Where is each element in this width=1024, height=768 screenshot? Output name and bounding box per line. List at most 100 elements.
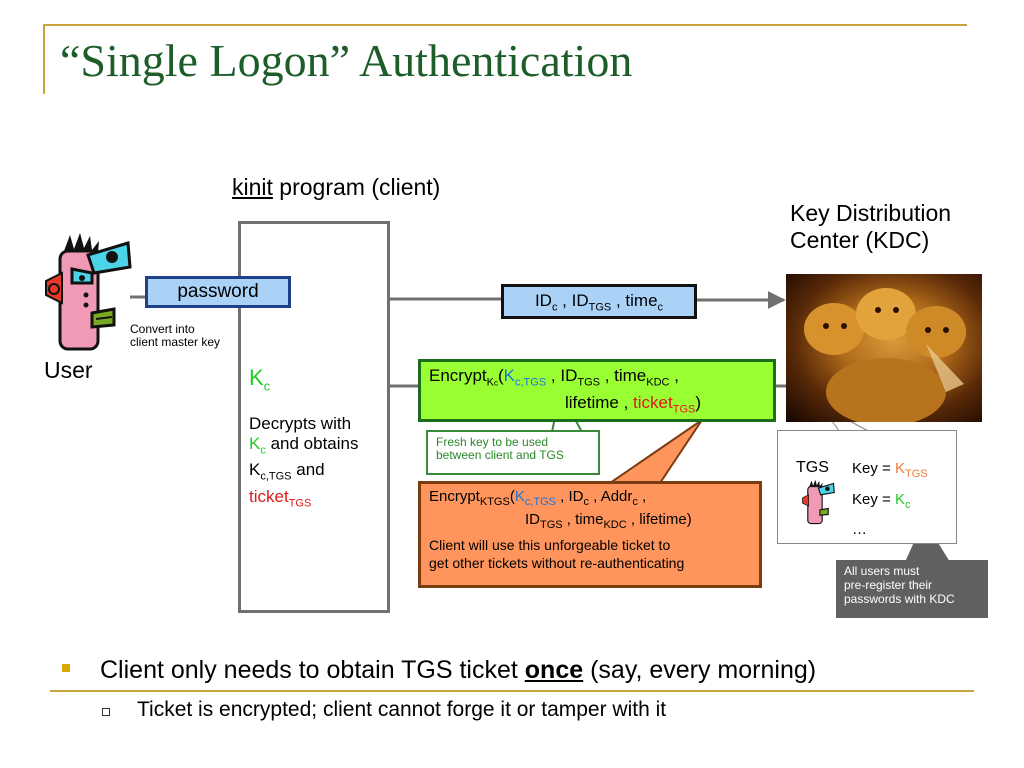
decrypts-text: Decrypts with Kc and obtains Kc,TGS and … bbox=[249, 414, 358, 513]
enc2-line2a: ID bbox=[525, 511, 540, 528]
all-users-line1: All users must bbox=[844, 564, 920, 578]
enc2-kct: K bbox=[514, 488, 525, 505]
sub-bullet-square-icon bbox=[102, 708, 110, 716]
key2-sub: c bbox=[904, 499, 911, 511]
kinit-word: kinit bbox=[232, 174, 273, 200]
kc-main: K bbox=[249, 365, 264, 390]
kc-sub: c bbox=[263, 378, 271, 394]
decrypts-k: K bbox=[249, 434, 261, 453]
key1-k: K bbox=[894, 460, 905, 477]
id-sub: c bbox=[551, 301, 558, 314]
enc1-line1: EncryptKc(Kc,TGS , IDTGS , timeKDC , bbox=[429, 366, 765, 393]
decrypts-kctsub: c,TGS bbox=[260, 470, 292, 483]
enc1-idtgssub: TGS bbox=[577, 376, 600, 389]
all-users-line3: passwords with KDC bbox=[844, 592, 955, 606]
enc2-note2: get other tickets without re-authenticat… bbox=[429, 555, 685, 571]
b1-pre: Client only needs to obtain TGS ticket bbox=[100, 656, 525, 684]
key2-label: Key = bbox=[852, 491, 895, 508]
enc1-ticket: ticket bbox=[633, 393, 673, 413]
decrypts-line2: Kc and obtains bbox=[249, 434, 358, 460]
decrypts-line3: Kc,TGS and bbox=[249, 460, 358, 486]
enc2-rest2: , Addr bbox=[589, 488, 633, 505]
cerberus-icon bbox=[804, 288, 966, 422]
id-sep1: , ID bbox=[557, 291, 589, 310]
encrypt-ktgs-box: EncryptKTGS(Kc,TGS , IDc , Addrc , IDTGS… bbox=[418, 481, 762, 588]
enc2-callout-tail bbox=[606, 419, 703, 484]
tgs-label: TGS bbox=[796, 459, 829, 476]
id-tgs-sub: TGS bbox=[588, 301, 612, 314]
kinit-rest: program (client) bbox=[272, 174, 441, 200]
decrypts-and-obtains: and obtains bbox=[265, 434, 359, 453]
kdc-label-line2: Center (KDC) bbox=[790, 227, 930, 253]
bullet-rule bbox=[50, 690, 974, 692]
all-users-line2: pre-register their bbox=[844, 578, 933, 592]
user-label: User bbox=[44, 357, 93, 383]
bullet-1-text: Client only needs to obtain TGS ticket o… bbox=[100, 656, 816, 685]
key2-k: K bbox=[894, 491, 905, 508]
enc2-rest1: , ID bbox=[556, 488, 584, 505]
enc1-rest3: , bbox=[669, 366, 679, 385]
id-message-box: IDc , IDTGS , timec bbox=[501, 284, 697, 319]
slide-title: “Single Logon” Authentication bbox=[60, 35, 633, 86]
fresh-line2: between client and TGS bbox=[436, 448, 564, 462]
password-box: password bbox=[145, 276, 291, 308]
b1-bold: once bbox=[524, 656, 584, 684]
enc2-note: Client will use this unforgeable ticket … bbox=[429, 536, 751, 572]
enc1-line2a: lifetime , bbox=[565, 393, 634, 413]
enc2-idtgssub: TGS bbox=[540, 519, 563, 531]
user-face-icon bbox=[45, 233, 132, 351]
id-text: ID bbox=[534, 291, 552, 310]
enc2-line1: EncryptKTGS(Kc,TGS , IDc , Addrc , bbox=[429, 488, 751, 511]
b1-post: (say, every morning) bbox=[583, 656, 817, 684]
title-rule-vertical bbox=[43, 24, 45, 94]
title-rule-horizontal bbox=[43, 24, 967, 26]
decrypts-line4: ticketTGS bbox=[249, 487, 358, 513]
more-keys-ellipsis: … bbox=[852, 521, 867, 538]
client-key-row: Key = Kc bbox=[852, 491, 910, 511]
enc2-open: ( bbox=[509, 488, 515, 505]
encrypt-kc-box: EncryptKc(Kc,TGS , IDTGS , timeKDC , lif… bbox=[418, 359, 776, 422]
key1-label: Key = bbox=[852, 460, 895, 477]
enc1-rest2: , time bbox=[599, 366, 647, 385]
enc1-encrypt: Encrypt bbox=[429, 366, 487, 385]
enc2-note1: Client will use this unforgeable ticket … bbox=[429, 537, 671, 553]
kdc-label-line1: Key Distribution bbox=[790, 200, 952, 226]
convert-line2: client master key bbox=[130, 335, 221, 349]
tgs-face-icon bbox=[802, 479, 835, 525]
enc1-kctsub: c,TGS bbox=[515, 376, 547, 389]
fresh-line1: Fresh key to be used bbox=[436, 435, 549, 449]
enc1-line2: lifetime , ticketTGS) bbox=[429, 393, 765, 419]
bullet-square-icon bbox=[62, 664, 70, 672]
enc1-rest1: , ID bbox=[546, 366, 578, 385]
decrypts-and: and bbox=[291, 460, 325, 480]
key1-sub: TGS bbox=[904, 468, 928, 480]
convert-line1: Convert into bbox=[130, 322, 195, 336]
decrypts-kct: K bbox=[249, 460, 261, 480]
enc2-addrsub: c bbox=[632, 496, 638, 508]
id-sep2: , time bbox=[611, 291, 658, 310]
id-time-sub: c bbox=[657, 301, 664, 314]
enc2-ksub: KTGS bbox=[479, 496, 510, 508]
enc2-rest3: , bbox=[637, 488, 647, 505]
decrypts-ticket: ticket bbox=[249, 486, 289, 506]
enc2-kctsub: c,TGS bbox=[524, 496, 556, 508]
enc1-close: ) bbox=[695, 393, 702, 413]
bullet-2-text: Ticket is encrypted; client cannot forge… bbox=[137, 698, 667, 721]
enc1-ksub2: c bbox=[493, 378, 498, 388]
kc-key-label: Kc bbox=[249, 365, 270, 393]
enc2-line2b: , time bbox=[562, 511, 604, 528]
kinit-label: kinit program (client) bbox=[232, 174, 440, 201]
enc1-open: ( bbox=[497, 366, 504, 385]
enc2-line2c: , lifetime) bbox=[626, 511, 692, 528]
decrypts-ticketsub: TGS bbox=[288, 497, 312, 510]
enc2-encrypt: Encrypt bbox=[429, 488, 480, 505]
enc2-idsub: c bbox=[583, 496, 590, 508]
enc2-line2: IDTGS , timeKDC , lifetime) bbox=[429, 511, 751, 534]
enc2-kdcsub: KDC bbox=[603, 519, 627, 531]
enc1-ksub1: K bbox=[486, 376, 494, 389]
decrypts-line1: Decrypts with bbox=[249, 414, 352, 433]
